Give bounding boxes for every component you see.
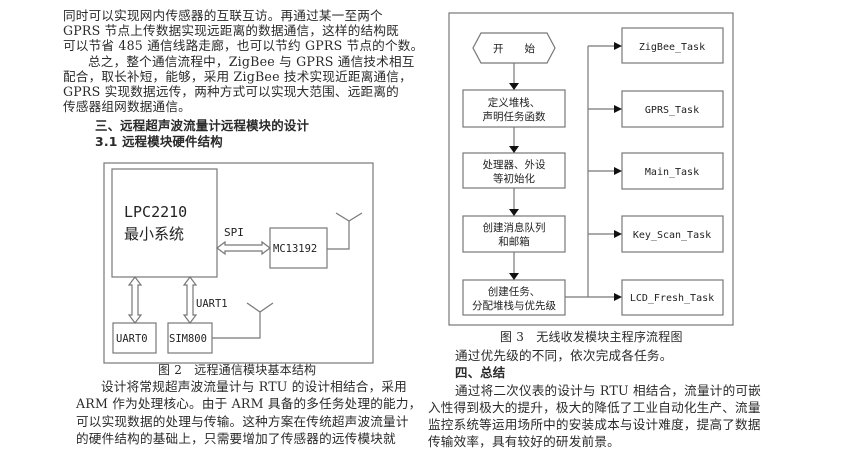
sim800-label: SIM800 [169, 333, 207, 345]
paragraph-line: GPRS 节点上传数据实现远距离的数据通信，这样的结构既 [63, 23, 399, 38]
uart0-double-arrow [127, 276, 143, 324]
spi-label: SPI [224, 226, 244, 239]
task-zigbee: ZigBee_Task [639, 42, 705, 53]
lpc2210-sublabel: 最小系统 [124, 225, 184, 243]
task-lcd-fresh: LCD_Fresh_Task [630, 293, 714, 304]
antenna-icon [327, 212, 363, 250]
paragraph-line: 同时可以实现网内传感器的互联互访。再通过某一至两个 [63, 8, 383, 23]
step-4-line-2: 分配堆栈与优先级 [472, 299, 556, 312]
paragraph-line: 可以实现数据的处理与传输。这种方案在传统超声波流量计 [76, 414, 409, 429]
step-1-line-1: 定义堆栈、 [488, 96, 541, 109]
uart1-double-arrow [182, 276, 198, 324]
mc13192-label: MC13192 [273, 243, 317, 255]
section-heading: 三、远程超声波流量计远程模块的设计 [95, 118, 310, 133]
uart1-label: UART1 [196, 298, 228, 310]
task-gprs: GPRS_Task [645, 105, 699, 116]
start-label: 开 始 [493, 42, 535, 55]
step-2-line-2: 等初始化 [493, 172, 535, 185]
spi-double-arrow [216, 240, 271, 256]
paragraph-line: 的硬件结构的基础上，只需要增加了传感器的远传模块就 [76, 431, 396, 446]
uart0-label: UART0 [116, 333, 148, 345]
paragraph-line: 可以节省 485 通信线路走廊，也可以节约 GPRS 节点的个数。 [63, 38, 424, 53]
paragraph-line: ARM 作为处理核心。由于 ARM 具备的多任务处理的能力， [76, 396, 422, 411]
paragraph-line: 设计将常规超声波流量计与 RTU 的设计相结合，采用 [101, 379, 407, 394]
figure-3-caption: 图 3 无线收发模块主程序流程图 [500, 330, 683, 344]
paragraph-line: 配合，取长补短，能够，采用 ZigBee 技术实现近距离通信， [63, 69, 412, 84]
section-heading: 四、总结 [455, 365, 506, 380]
paragraph-line: 通过将二次仪表的设计与 RTU 相结合，流量计的可嵌 [455, 383, 761, 398]
paragraph-line: 通过优先级的不同，依次完成各任务。 [455, 348, 673, 363]
start-terminal [472, 32, 556, 64]
step-2-line-1: 处理器、外设 [483, 159, 546, 171]
step-3-line-1: 创建消息队列 [483, 221, 546, 234]
figure-frame [448, 12, 734, 326]
figure-2-caption: 图 2 远程通信模块基本结构 [158, 363, 317, 377]
paragraph-line: 总之，整个通信流程中，ZigBee 与 GPRS 通信技术相互 [88, 54, 415, 69]
step-4-line-1: 创建任务、 [488, 285, 541, 298]
paragraph-line: 监控系统等运用场所中的安装成本与设计难度，提高了数据 [428, 417, 761, 432]
lpc2210-label: LPC2210 [124, 203, 187, 221]
antenna-icon [212, 302, 274, 339]
subsection-heading: 3.1 远程模块硬件结构 [95, 134, 223, 149]
lpc2210-box [111, 168, 218, 278]
step-3-line-2: 和邮箱 [498, 235, 530, 248]
paragraph-line: 传感器组网数据通信。 [63, 99, 191, 114]
task-main: Main_Task [645, 167, 699, 178]
paragraph-line: 传输效率，具有较好的研发前景。 [428, 434, 620, 449]
task-key-scan: Key_Scan_Task [633, 230, 711, 241]
figure-frame [103, 162, 374, 364]
paragraph-line: 入性得到极大的提升，极大的降低了工业自动化生产、流量 [428, 400, 761, 415]
paragraph-line: GPRS 实现数据远传，两种方式可以实现大范围、远距离的 [63, 84, 399, 99]
step-1-line-2: 声明任务函数 [483, 110, 546, 123]
flow-arrowheads [509, 42, 622, 301]
